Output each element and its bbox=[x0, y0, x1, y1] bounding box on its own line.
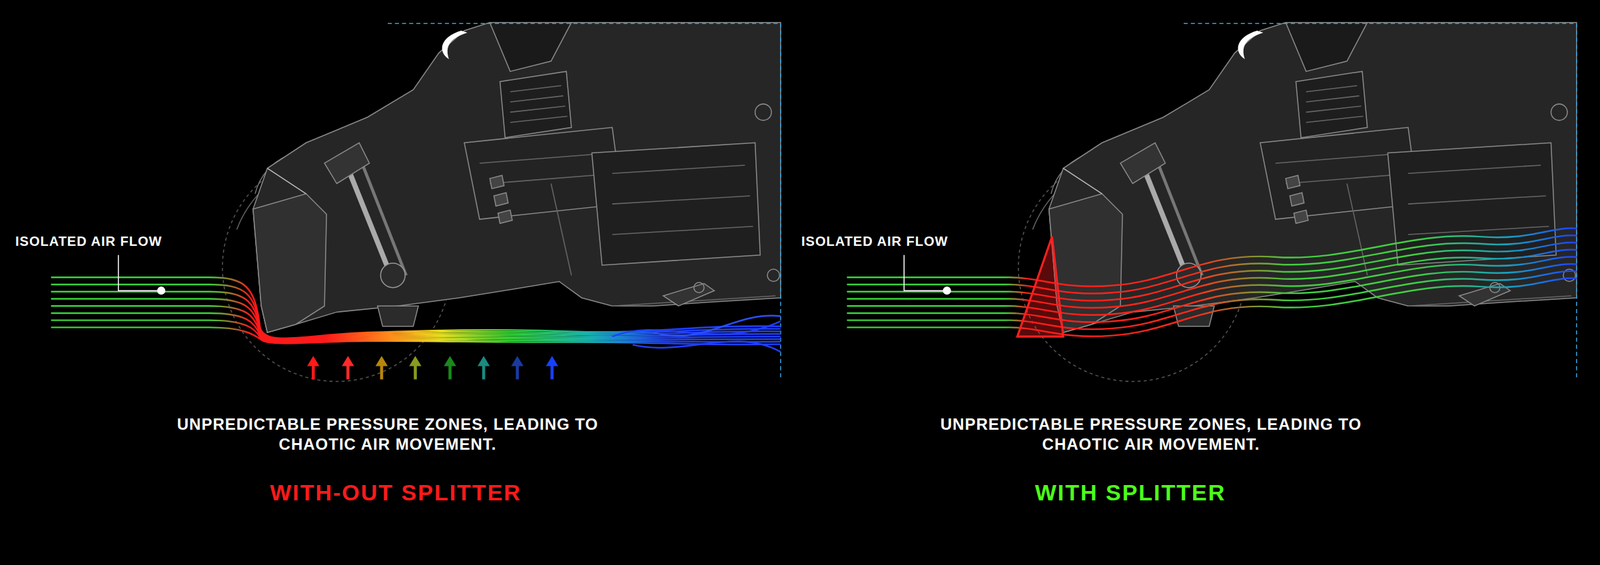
arrow-head bbox=[375, 355, 388, 366]
leader-dot bbox=[942, 286, 951, 295]
streamline bbox=[632, 341, 781, 352]
axle-block bbox=[377, 305, 419, 327]
arrow-head bbox=[546, 355, 559, 366]
streamline bbox=[846, 263, 1577, 322]
flow-label: ISOLATED AIR FLOW bbox=[15, 233, 162, 250]
footpeg bbox=[663, 283, 715, 307]
side-vent bbox=[500, 71, 572, 138]
leader-line bbox=[118, 255, 162, 292]
arrow-head bbox=[408, 355, 421, 366]
bolt bbox=[755, 103, 773, 120]
streamline bbox=[846, 271, 1577, 330]
streamline bbox=[51, 277, 781, 338]
splitter bbox=[1017, 236, 1064, 337]
panel-title: WITH-OUT SPLITTER bbox=[269, 478, 522, 507]
pressure-arrow bbox=[482, 365, 486, 380]
streamline bbox=[846, 278, 1577, 337]
frame-dash bbox=[387, 22, 781, 24]
panel-title: WITH SPLITTER bbox=[1035, 478, 1227, 507]
arrow-head bbox=[510, 355, 523, 366]
caption-note: UNPREDICTABLE PRESSURE ZONES, LEADING TO… bbox=[174, 414, 601, 455]
fork-clamp bbox=[324, 142, 370, 184]
streamline bbox=[652, 315, 781, 336]
streamline bbox=[51, 320, 781, 344]
streamline bbox=[51, 305, 781, 342]
engine-block bbox=[591, 142, 761, 266]
linkage bbox=[550, 183, 572, 276]
nose-panel bbox=[253, 193, 327, 333]
pressure-arrow bbox=[448, 365, 452, 380]
leader-lines bbox=[118, 255, 952, 296]
flow-label: ISOLATED AIR FLOW bbox=[801, 233, 948, 250]
side-stripes bbox=[489, 175, 513, 224]
tank bbox=[489, 22, 572, 72]
pressure-arrow bbox=[346, 365, 350, 380]
pressure-arrow bbox=[515, 365, 519, 380]
fairing bbox=[253, 22, 781, 333]
leader-dot bbox=[157, 286, 166, 295]
fairing-edge bbox=[267, 168, 306, 194]
pressure-arrow bbox=[380, 365, 384, 380]
frame-dashes bbox=[387, 23, 1577, 380]
arrow-head bbox=[477, 355, 490, 366]
caption-note: UNPREDICTABLE PRESSURE ZONES, LEADING TO… bbox=[937, 414, 1365, 455]
footpeg-bolt bbox=[694, 282, 705, 293]
vent-slats bbox=[510, 85, 568, 123]
pressure-arrow bbox=[413, 365, 417, 380]
bolt bbox=[767, 269, 780, 282]
streamlines bbox=[846, 228, 1577, 337]
streamlines bbox=[51, 277, 781, 352]
arrow-head bbox=[341, 355, 354, 366]
frame-dash bbox=[1576, 23, 1578, 380]
arrow-head bbox=[307, 355, 320, 366]
fork-tube bbox=[357, 151, 407, 276]
brake-caliper bbox=[380, 263, 405, 288]
leader-line bbox=[903, 255, 947, 292]
pressure-arrows bbox=[307, 355, 559, 380]
frame-dash bbox=[1183, 22, 1577, 24]
streamline bbox=[51, 284, 781, 340]
engine-lines bbox=[612, 165, 753, 235]
pressure-arrow bbox=[311, 365, 316, 380]
arrow-head bbox=[443, 355, 456, 366]
motorcycle-illustration bbox=[1018, 22, 1577, 382]
pressure-arrow bbox=[550, 365, 554, 380]
visor bbox=[442, 30, 468, 60]
